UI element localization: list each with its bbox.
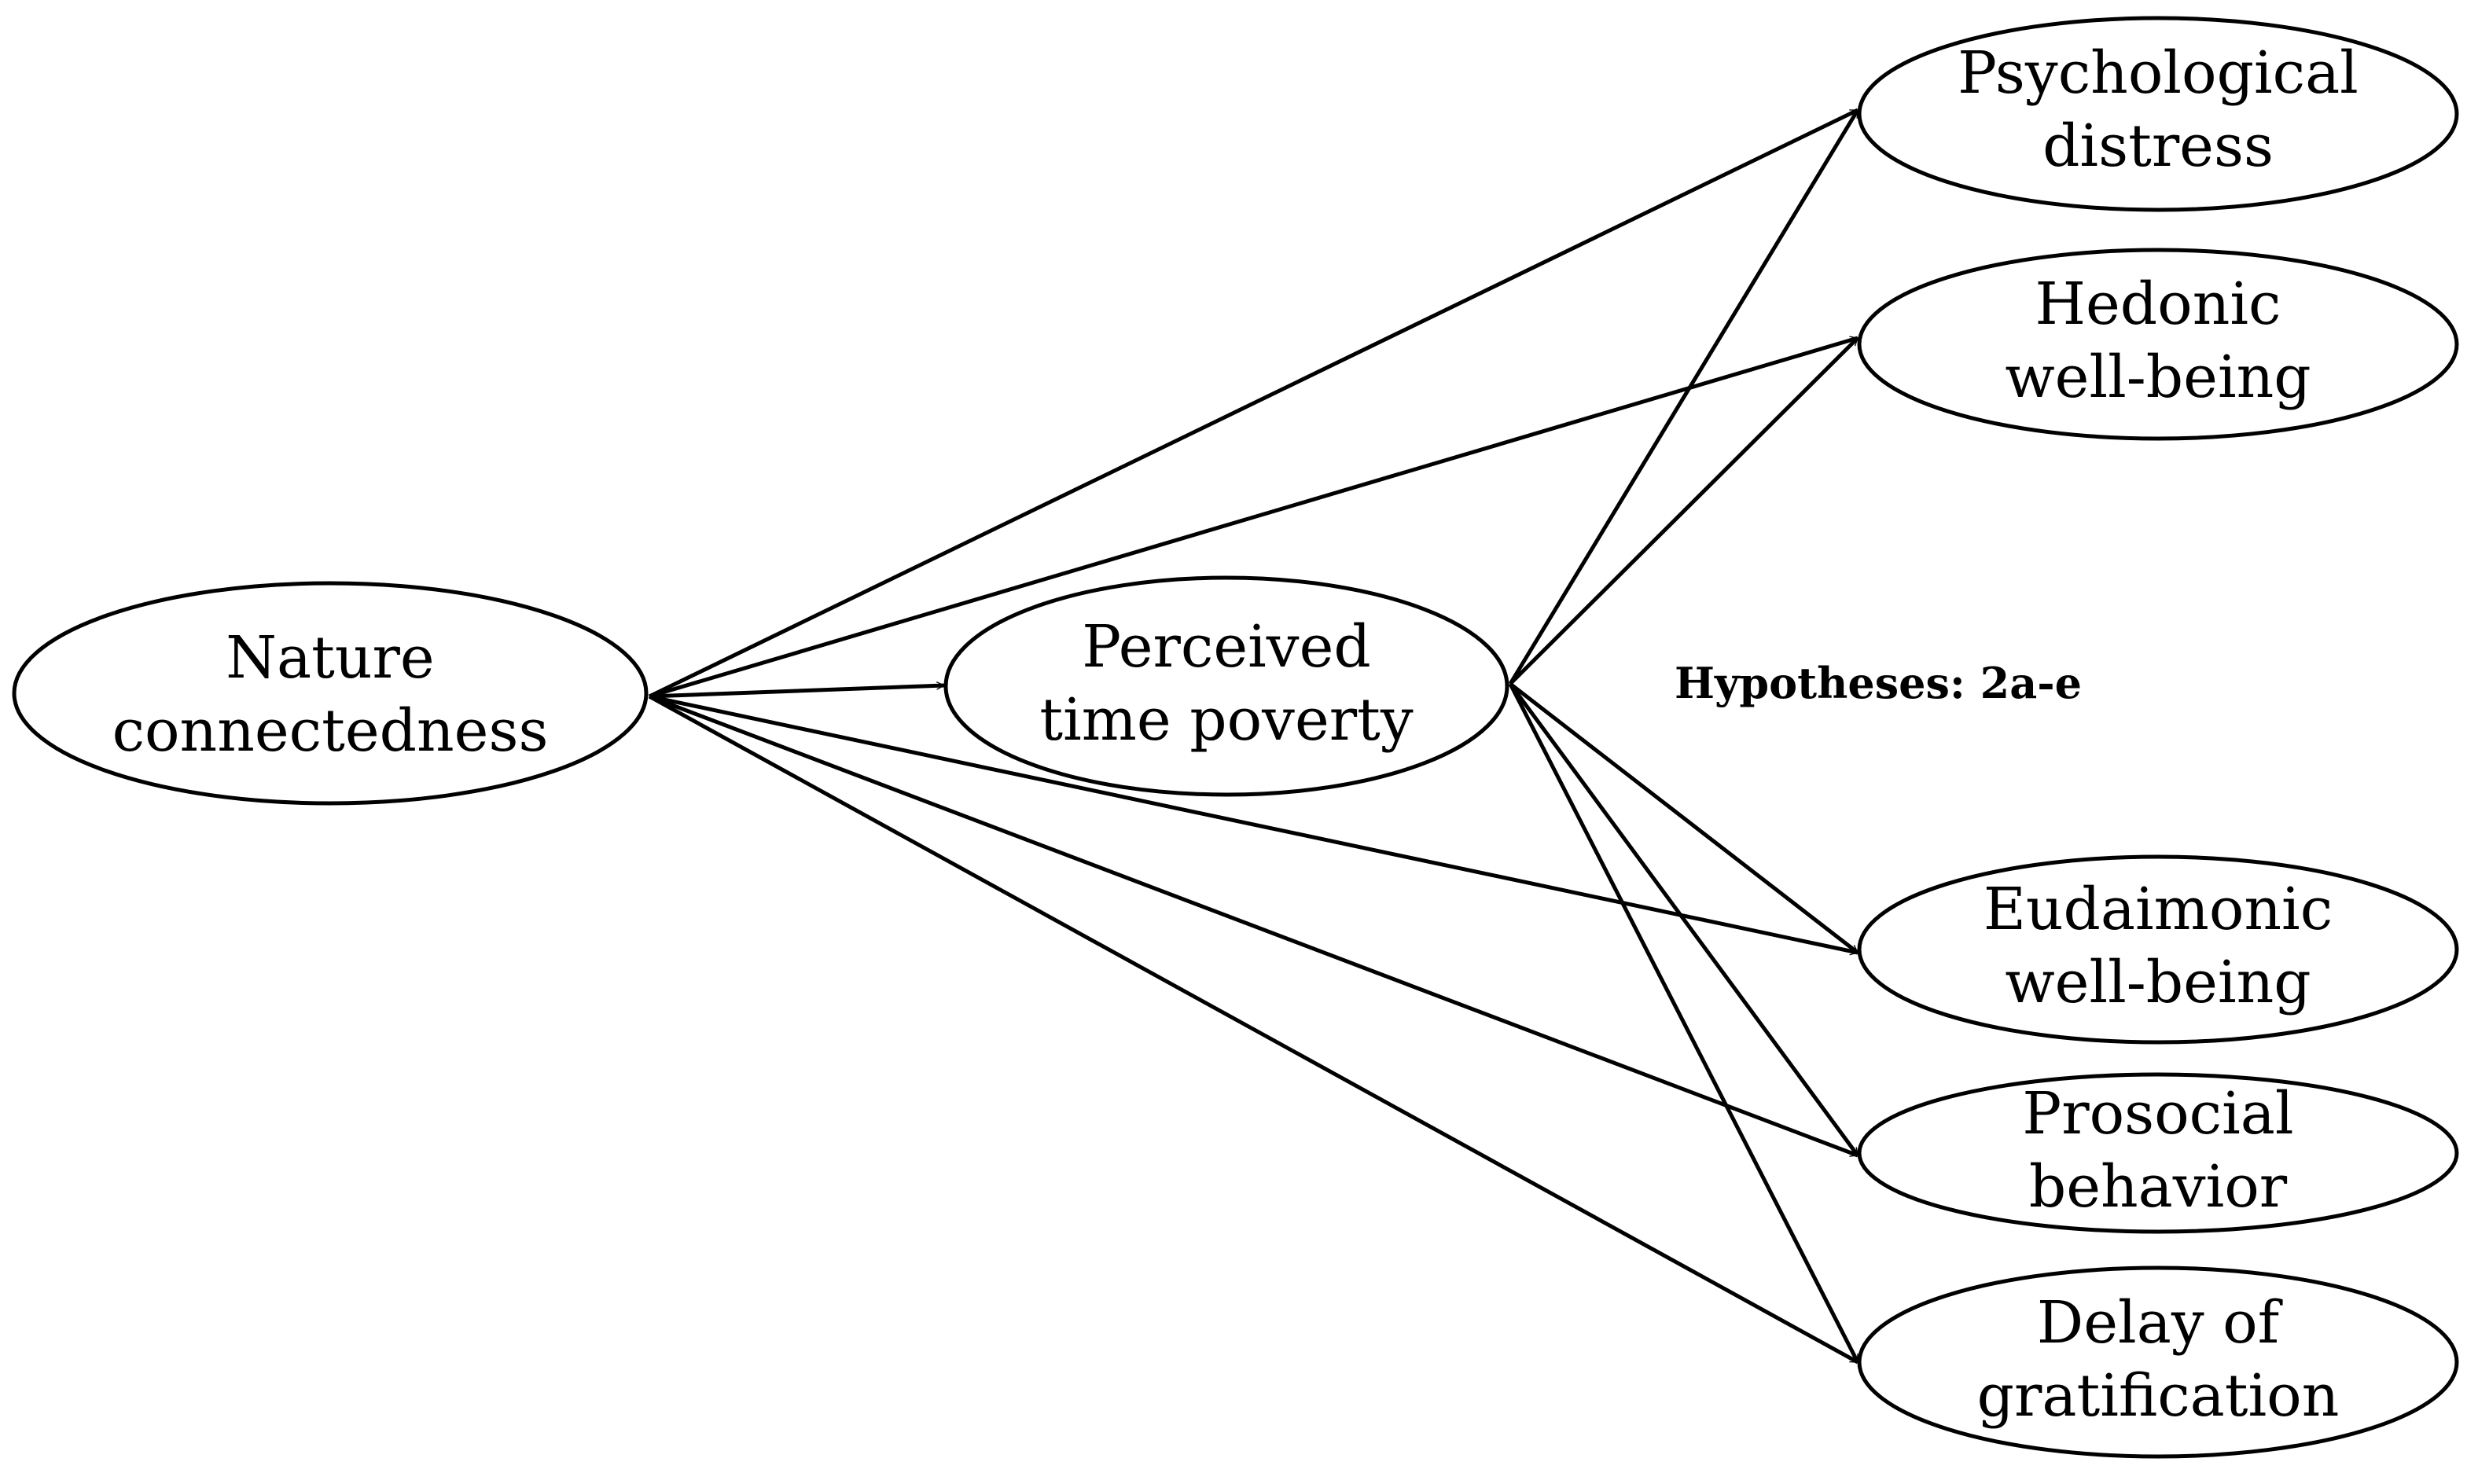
arrow-time-poverty-to-delay [1508, 682, 1860, 1362]
node-nature-connectedness: Nature connectedness [12, 581, 649, 806]
arrow-time-poverty-to-eudaimonic [1509, 682, 1859, 954]
node-label-line-2: well-being [2005, 343, 2311, 411]
arrow-nature-to-delay [648, 694, 1858, 1365]
node-label-line-2: connectedness [112, 697, 549, 765]
arrow-time-poverty-to-prosocial [1508, 682, 1860, 1157]
node-label-line-2: well-being [2005, 949, 2311, 1016]
node-eudaimonic-well-being: Eudaimonic well-being [1857, 854, 2459, 1045]
node-label-line-2: behavior [2029, 1153, 2288, 1221]
node-label-line-1: Delay of [2037, 1289, 2283, 1357]
arrow-time-poverty-to-hedonic [1509, 336, 1859, 685]
node-label-line-1: Eudaimonic [1984, 876, 2333, 943]
node-delay-of-gratification: Delay of gratification [1857, 1265, 2459, 1459]
node-label-line-1: Psychological [1958, 39, 2359, 107]
node-label-line-1: Perceived [1082, 613, 1371, 681]
node-label-line-2: time poverty [1039, 686, 1414, 754]
arrow-nature-to-time-poverty [649, 685, 944, 699]
arrow-nature-to-eudaimonic [649, 694, 1858, 953]
node-label-line-2: gratification [1977, 1362, 2340, 1430]
arrow-time-poverty-to-distress [1508, 108, 1860, 685]
node-hedonic-well-being: Hedonic well-being [1857, 248, 2459, 441]
arrow-nature-to-hedonic [649, 338, 1858, 699]
node-prosocial-behavior: Prosocial behavior [1857, 1072, 2459, 1234]
arrow-nature-to-distress [648, 108, 1858, 699]
arrow-nature-to-prosocial [649, 694, 1858, 1158]
edges [648, 108, 1860, 1365]
node-label-line-1: Hedonic [2035, 270, 2281, 338]
node-label-line-1: Prosocial [2022, 1080, 2293, 1148]
node-label-line-1: Nature [226, 624, 434, 692]
node-label-line-2: distress [2042, 112, 2274, 180]
node-psychological-distress: Psychological distress [1857, 16, 2459, 212]
hypotheses-label: Hypotheses: 2a-e [1675, 658, 2082, 708]
node-perceived-time-poverty: Perceived time poverty [943, 575, 1509, 797]
